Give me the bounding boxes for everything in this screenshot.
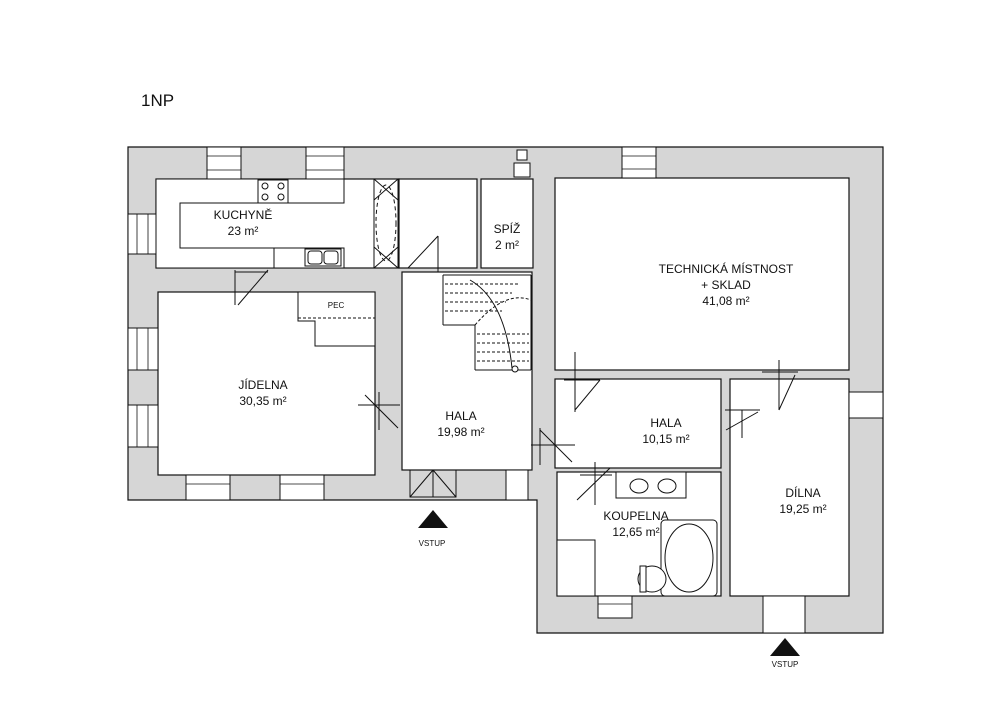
room-area-workshop: 19,25 m² [779, 502, 826, 516]
room-name-kitchen: KUCHYNĚ [214, 207, 273, 222]
doors [234, 235, 798, 505]
room-area-kitchen: 23 m² [228, 224, 259, 238]
room-name-workshop: DÍLNA [785, 485, 820, 500]
room-area-dining: 30,35 m² [239, 394, 286, 408]
room-name-hall-small: HALA [650, 416, 681, 430]
workshop-room [729, 378, 850, 597]
room-name-hall-main: HALA [445, 409, 476, 423]
entrance-triangle [770, 638, 800, 656]
room-area-hall-main: 19,98 m² [437, 425, 484, 439]
bathroom-fixtures [556, 471, 718, 597]
pantry-room [480, 178, 534, 269]
room-area-pantry: 2 m² [495, 238, 519, 252]
staircase [442, 274, 532, 373]
hall-main [401, 271, 533, 471]
room-area-technical: 41,08 m² [702, 294, 749, 308]
entrance-label: VSTUP [419, 539, 446, 548]
room-name-technical-2: + SKLAD [701, 278, 751, 292]
stove-label: PEC [328, 301, 345, 310]
room-name-pantry: SPÍŽ [494, 221, 521, 236]
floor-label: 1NP [141, 91, 174, 110]
room-area-hall-small: 10,15 m² [642, 432, 689, 446]
kitchen-shaft [373, 178, 399, 269]
kitchen-counter [155, 178, 345, 269]
technical-room [554, 177, 850, 371]
entrance-label: VSTUP [772, 660, 799, 669]
entrance-triangle [418, 510, 448, 528]
room-name-bathroom: KOUPELNA [603, 509, 668, 523]
chimney [513, 149, 531, 178]
windows [127, 146, 884, 634]
room-area-bathroom: 12,65 m² [612, 525, 659, 539]
room-name-dining: JÍDELNA [238, 377, 287, 392]
entrance-markers [418, 510, 800, 656]
hall-small [554, 378, 722, 469]
room-name-technical: TECHNICKÁ MÍSTNOST [659, 261, 794, 276]
window-mullions [136, 155, 656, 605]
stove [297, 291, 376, 347]
